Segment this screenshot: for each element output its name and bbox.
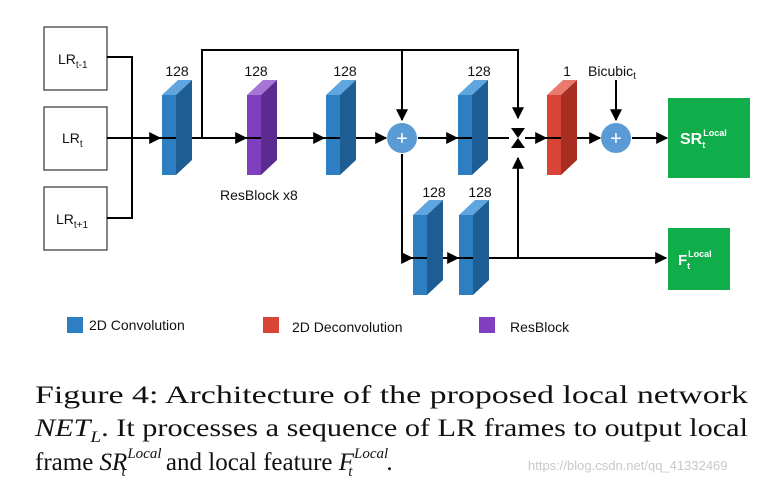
channel-label-conv3: 128 <box>467 63 491 79</box>
legend-label: 2D Deconvolution <box>292 319 403 335</box>
plus-symbol: + <box>610 128 622 150</box>
channel-label-branch-conv2: 128 <box>468 184 492 200</box>
conv-block-3 <box>458 80 488 175</box>
output-sr-local: SRtLocal <box>668 98 750 178</box>
legend-swatch <box>479 317 495 333</box>
junction-arrowhead-bottom <box>511 138 525 148</box>
output-label: FtLocal <box>678 249 712 271</box>
output-box <box>668 98 750 178</box>
plus-symbol: + <box>396 128 408 150</box>
caption-line-1: Figure 4: Architecture of the proposed l… <box>35 382 749 409</box>
top-skip-connection <box>201 49 524 138</box>
conv-block-1 <box>162 80 192 175</box>
junction-arrowhead-top <box>511 128 525 138</box>
legend-label: 2D Convolution <box>89 317 185 333</box>
add-node-2: + <box>601 123 631 153</box>
legend-label: ResBlock <box>510 319 570 335</box>
through-lines <box>160 137 561 259</box>
branch-conv-block-1 <box>413 200 443 295</box>
input-label: LRt+1 <box>56 211 89 231</box>
branch-conv-block-2 <box>459 200 489 295</box>
channel-label-conv1: 128 <box>165 63 189 79</box>
legend-item-deconv: 2D Deconvolution <box>263 317 403 335</box>
add-to-branch-arrow <box>401 154 414 264</box>
output-box <box>668 228 730 290</box>
input-box <box>43 186 108 251</box>
input-lr-t-plus-1: LRt+1 <box>43 186 108 251</box>
legend-swatch <box>263 317 279 333</box>
legend-item-resblock: ResBlock <box>479 317 570 335</box>
output-f-local: FtLocal <box>668 228 730 290</box>
input-label: LRt <box>62 130 83 150</box>
watermark: https://blog.csdn.net/qq_41332469 <box>528 458 728 473</box>
input-lr-t: LRt <box>43 106 108 171</box>
legend-item-conv: 2D Convolution <box>67 317 185 333</box>
conv-block-2 <box>326 80 356 175</box>
channel-label-deconv: 1 <box>563 63 571 79</box>
legend: 2D Convolution 2D Deconvolution ResBlock <box>67 317 570 335</box>
add-node-1: + <box>387 123 417 153</box>
input-box <box>43 106 108 171</box>
channel-label-branch-conv1: 128 <box>422 184 446 200</box>
input-lr-t-minus-1: LRt-1 <box>43 26 108 91</box>
input-box <box>43 26 108 91</box>
deconv-block <box>547 80 577 175</box>
legend-swatch <box>67 317 83 333</box>
resblock <box>247 80 277 175</box>
figure-caption: Figure 4: Architecture of the proposed l… <box>34 382 749 480</box>
channel-label-resblock: 128 <box>244 63 268 79</box>
input-label: LRt-1 <box>58 51 88 71</box>
channel-label-conv2: 128 <box>333 63 357 79</box>
bicubic-label: Bicubict <box>588 63 636 82</box>
resblock-label: ResBlock x8 <box>220 187 298 203</box>
output-label: SRtLocal <box>680 128 727 150</box>
